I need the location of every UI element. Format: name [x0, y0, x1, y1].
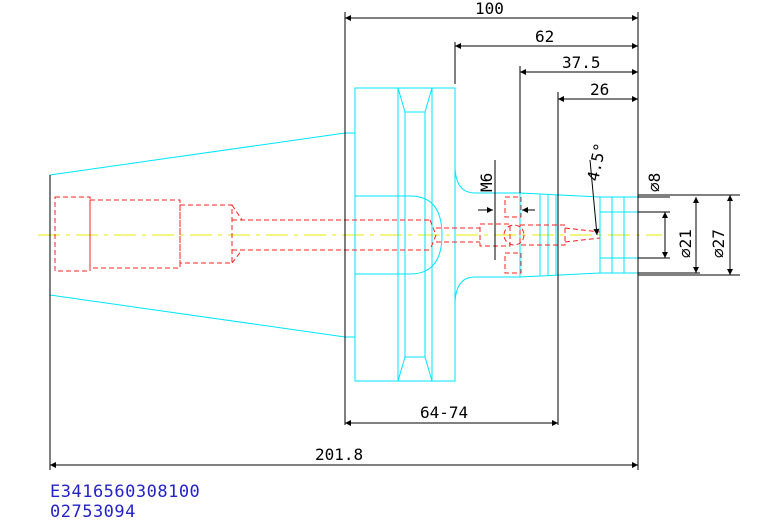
hidden-features [54, 196, 601, 274]
extension-lines [49, 12, 740, 470]
dim-label-100: 100 [475, 0, 504, 18]
dim-label-201-8: 201.8 [315, 445, 363, 464]
dim-label-64-74: 64-74 [420, 403, 468, 422]
part-code-line-2: 02753094 [50, 502, 136, 522]
dim-label-m6: M6 [477, 173, 496, 192]
dimension-lines [50, 15, 733, 468]
holder-outline [49, 87, 639, 382]
part-code-line-1: E3416560308100 [50, 482, 201, 502]
dim-label-26: 26 [590, 80, 609, 99]
dim-label-dia8: ⌀8 [645, 173, 664, 192]
dim-line-angle [589, 159, 600, 236]
dim-label-62: 62 [535, 27, 554, 46]
dim-label-dia27: ⌀27 [709, 229, 728, 258]
dim-label-dia21: ⌀21 [676, 229, 695, 258]
dim-label-37-5: 37.5 [562, 53, 601, 72]
dim-label-angle: 4.5° [583, 141, 610, 183]
